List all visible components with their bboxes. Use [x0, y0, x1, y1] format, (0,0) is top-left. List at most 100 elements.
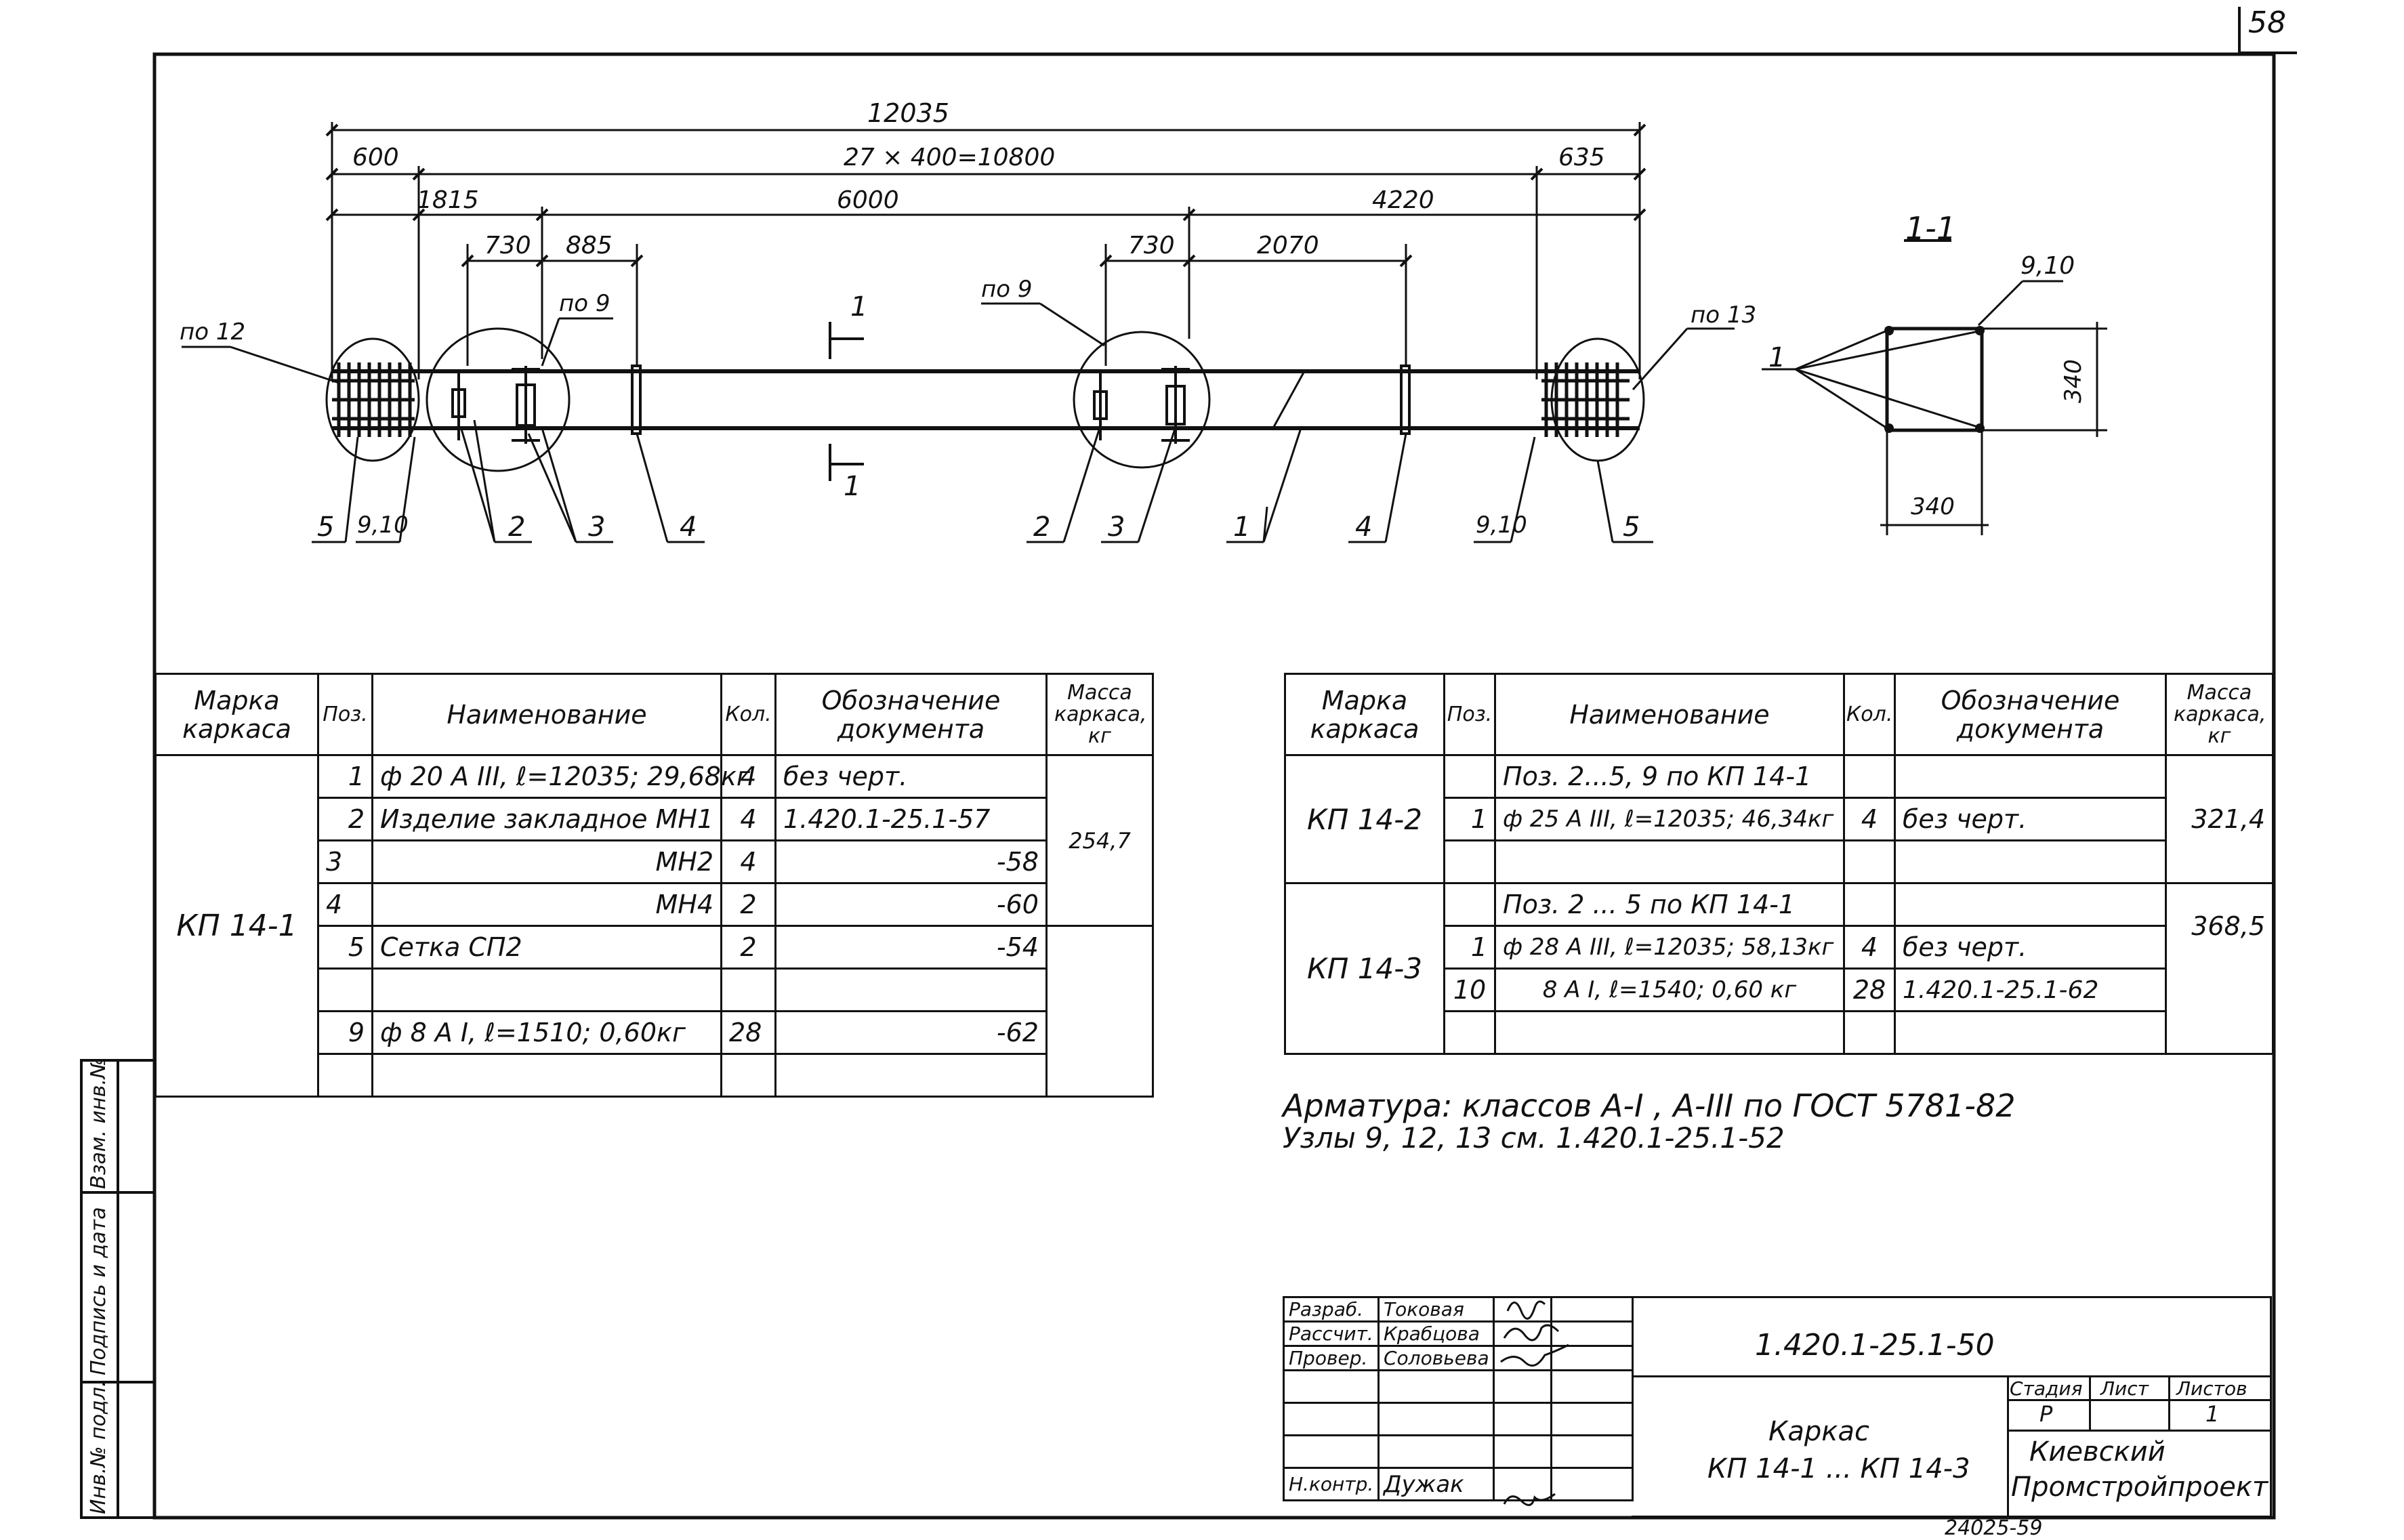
side-inv-podl: Инв.№ подл. — [87, 1380, 110, 1514]
pos-cell — [317, 1053, 373, 1098]
qty-cell — [720, 967, 776, 1012]
doc-cell: -62 — [774, 1010, 1048, 1055]
mass-cell: 254,7 — [1045, 754, 1154, 927]
qty-cell — [1843, 839, 1896, 884]
name-cell — [1494, 1010, 1845, 1055]
name-cell: Изделие закладное МН1 — [371, 797, 722, 841]
title-block-hline — [1632, 1375, 2272, 1377]
name-cell: ф 8 А I, ℓ=1510; 0,60кг — [371, 1010, 722, 1055]
doc-cell: 1.420.1-25.1-57 — [774, 797, 1048, 841]
doc-cell: без черт. — [1894, 925, 2167, 970]
name-cell: 8 А I, ℓ=1540; 0,60 кг — [1494, 967, 1845, 1012]
qty-cell — [1843, 1010, 1896, 1055]
side-vzam: Взам. инв.№ — [87, 1057, 110, 1189]
side-podpis: Подпись и дата — [87, 1207, 110, 1376]
note-line-1: Арматура: классов А-I , А-III по ГОСТ 57… — [1283, 1087, 2016, 1124]
cut-marker-top: 1 — [850, 291, 868, 322]
pos-cell — [317, 967, 373, 1012]
tb-role: Разраб. — [1283, 1296, 1380, 1323]
tb-name — [1377, 1402, 1495, 1436]
pos-cell: 5 — [317, 925, 373, 970]
doc-cell: без черт. — [1894, 797, 2167, 841]
pos-cell: 10 — [1443, 967, 1496, 1012]
cut-marker-bottom: 1 — [844, 471, 861, 502]
doc-cell: 1.420.1-25.1-62 — [1894, 967, 2167, 1012]
pos-label: 5 — [1623, 512, 1640, 543]
cage-elevation — [182, 122, 2107, 543]
dim-2070: 2070 — [1257, 232, 1319, 259]
side-stamp — [80, 1059, 156, 1519]
title-block-vline — [2007, 1375, 2009, 1518]
dim-right: 635 — [1558, 144, 1605, 171]
title-block-stage-line2 — [2007, 1430, 2272, 1432]
doc-cell — [1894, 839, 2167, 884]
mark-cell: КП 14-2 — [1284, 754, 1445, 884]
tb-name: Дужак — [1377, 1467, 1495, 1501]
name-cell — [371, 1053, 722, 1098]
bottom-stamp: 24025-59 — [1945, 1516, 2043, 1540]
title-block-col1 — [2089, 1375, 2091, 1430]
tb-name — [1377, 1369, 1495, 1404]
pos-label: 3 — [588, 512, 606, 543]
doc-cell: без черт. — [774, 754, 1048, 799]
pos-label: 9,10 — [357, 512, 409, 539]
tb-name: Токовая — [1377, 1296, 1495, 1323]
dim-6000: 6000 — [837, 186, 899, 214]
pos-cell: 3 — [317, 839, 373, 884]
title-line-2: КП 14-1 ... КП 14-3 — [1707, 1453, 1970, 1484]
th-pos: Поз. — [1443, 673, 1496, 756]
doc-cell: -60 — [774, 882, 1048, 927]
stage-header: Стадия — [2010, 1377, 2083, 1400]
title-block-main — [1632, 1296, 2272, 1518]
pos-label: 5 — [317, 512, 335, 543]
title-block-col2 — [2168, 1375, 2170, 1430]
doc-cell: -58 — [774, 839, 1048, 884]
pos-cell: 1 — [1443, 925, 1496, 970]
qty-cell: 28 — [1843, 967, 1896, 1012]
dim-mid: 27 × 400=10800 — [844, 144, 1056, 171]
pos-label: 9,10 — [1476, 512, 1527, 539]
qty-cell — [1843, 882, 1896, 927]
doc-cell — [1894, 1010, 2167, 1055]
tb-role: Н.контр. — [1283, 1467, 1380, 1501]
mass-cell: 321,4 — [2165, 754, 2274, 884]
qty-cell — [720, 1053, 776, 1098]
tb-name — [1377, 1434, 1495, 1469]
mark-cell: КП 14-1 — [154, 754, 319, 1098]
sheets-value: 1 — [2205, 1401, 2220, 1427]
qty-cell: 2 — [720, 925, 776, 970]
doc-cell: -54 — [774, 925, 1048, 970]
th-pos: Поз. — [317, 673, 373, 756]
leader-u9a: по 9 — [559, 290, 610, 317]
spec-table-kp14-2-3: Марка каркаса Поз. Наименование Кол. Обо… — [1284, 673, 2274, 1055]
pos-label: 2 — [508, 512, 526, 543]
sheet-header: Лист — [2100, 1377, 2149, 1400]
pos-cell: 9 — [317, 1010, 373, 1055]
dim-730a: 730 — [484, 232, 531, 259]
section-dim-w: 340 — [1911, 493, 1955, 520]
pos-label: 2 — [1033, 512, 1051, 543]
pos-label: 4 — [680, 512, 697, 543]
th-mass: Масса каркаса, кг — [2165, 673, 2274, 756]
tb-name: Соловьева — [1377, 1345, 1495, 1371]
name-cell — [371, 967, 722, 1012]
mass-empty — [1045, 925, 1154, 1098]
name-cell: ф 28 А III, ℓ=12035; 58,13кг — [1494, 925, 1845, 970]
dim-left: 600 — [352, 144, 399, 171]
tb-role — [1283, 1434, 1380, 1469]
dim-885: 885 — [566, 232, 613, 259]
name-cell: Сетка СП2 — [371, 925, 722, 970]
note-line-2: Узлы 9, 12, 13 см. 1.420.1-25.1-52 — [1283, 1121, 1785, 1154]
dim-4220: 4220 — [1372, 186, 1434, 214]
pos-cell — [1443, 839, 1496, 884]
pos-cell: 4 — [317, 882, 373, 927]
tb-role: Провер. — [1283, 1345, 1380, 1371]
name-cell — [1494, 839, 1845, 884]
section-label-1: 1 — [1768, 342, 1786, 373]
th-doc: Обозначение документа — [774, 673, 1048, 756]
dim-1815: 1815 — [417, 186, 479, 214]
stage-value: Р — [2039, 1401, 2053, 1427]
pos-label: 1 — [1233, 512, 1251, 543]
doc-cell — [774, 967, 1048, 1012]
org-line-1: Киевский — [2029, 1436, 2165, 1468]
